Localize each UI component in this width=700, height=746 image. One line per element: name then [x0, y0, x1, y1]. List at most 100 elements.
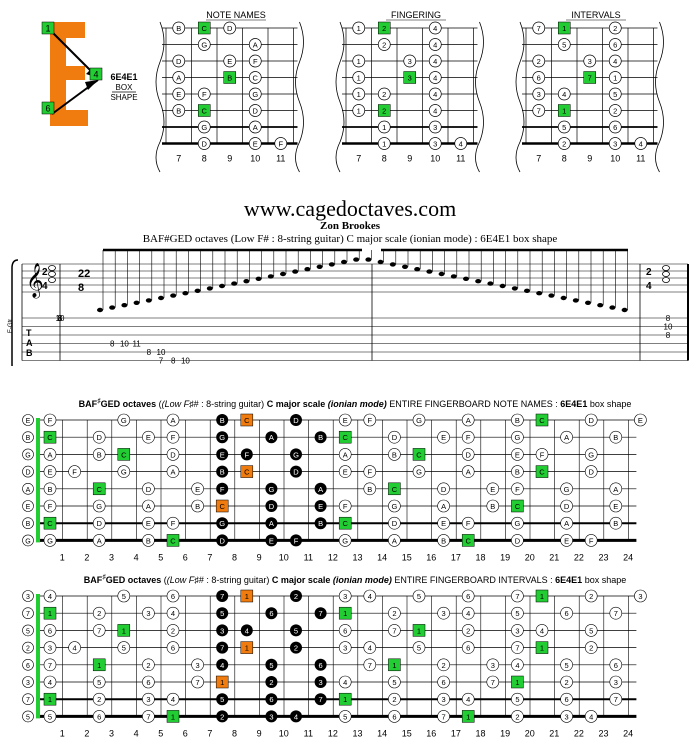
note-dot — [535, 448, 549, 461]
note-dot — [608, 104, 622, 117]
chord-note — [662, 271, 670, 277]
note-label: A — [466, 416, 471, 425]
box-note — [314, 500, 327, 512]
note-label: D — [253, 107, 259, 116]
fret-number: 14 — [377, 552, 387, 562]
fret-number: 22 — [574, 552, 584, 562]
box-note — [290, 624, 302, 637]
note-dot — [166, 692, 180, 706]
note-head — [572, 298, 579, 303]
fret-number: 6 — [183, 552, 188, 562]
note-dot — [388, 516, 401, 530]
note-dot — [338, 675, 352, 689]
note-dot — [166, 641, 180, 654]
fret-number: 18 — [475, 728, 485, 738]
note-dot — [142, 534, 155, 547]
tab-clef-letter: B — [26, 348, 33, 358]
note-label: 4 — [589, 712, 593, 721]
note-label: 3 — [537, 90, 541, 99]
score-and-tab: E-Gtr𝄞2422824TAB810881011810781078107910… — [8, 248, 689, 366]
note-label: G — [47, 536, 53, 545]
note-label: B — [176, 107, 181, 116]
note-dot — [412, 589, 426, 603]
note-dot — [560, 482, 573, 496]
note-label: A — [253, 123, 258, 132]
note-dot — [338, 624, 352, 637]
fret-number: 5 — [158, 552, 163, 562]
box-root-note — [215, 499, 229, 513]
note-label: 5 — [417, 644, 421, 653]
note-dot — [223, 54, 237, 68]
note-head — [280, 271, 286, 277]
note-label: 3 — [442, 695, 446, 704]
note-head — [133, 300, 140, 305]
note-label: D — [219, 536, 225, 545]
root-note — [558, 21, 571, 35]
fret-number: 3 — [109, 552, 114, 562]
note-label: 4 — [466, 695, 470, 704]
tab-number: 10 — [181, 357, 190, 366]
note-dot — [560, 516, 573, 530]
box-note — [216, 448, 229, 461]
site-url[interactable]: www.cagedoctaves.com — [243, 196, 457, 221]
fret-number: 17 — [451, 728, 461, 738]
root-note — [198, 21, 211, 35]
note-dot — [166, 606, 180, 620]
note-label: C — [244, 468, 250, 477]
note-label: 1 — [48, 695, 52, 704]
box-root-note — [215, 675, 229, 689]
note-label: E — [318, 502, 323, 511]
chord-note — [662, 265, 670, 271]
note-label: 3 — [269, 712, 273, 721]
note-head — [206, 286, 213, 291]
fret-number: 6 — [183, 728, 188, 738]
note-head — [145, 298, 152, 303]
note-dot — [117, 589, 131, 603]
note-label: 2 — [382, 41, 386, 50]
note-dot — [560, 534, 573, 547]
note-label: 4 — [433, 57, 437, 66]
note-label: F — [72, 468, 77, 477]
fret-number: 7 — [536, 154, 541, 164]
note-label: A — [170, 468, 175, 477]
note-label: 5 — [515, 695, 519, 704]
time-sig-bottom: 8 — [78, 282, 84, 294]
note-dot — [511, 606, 524, 620]
note-label: 6 — [269, 695, 273, 704]
intervals-title: BAF♯GED octaves ((Low F♯# : 8-string gui… — [83, 574, 627, 585]
note-dot — [608, 137, 622, 150]
note-label: D — [227, 24, 233, 33]
tab-number: 8 — [58, 314, 63, 323]
fret-number: 10 — [610, 154, 620, 164]
note-label: 5 — [48, 712, 52, 721]
note-dot — [428, 38, 442, 51]
note-label: F — [540, 450, 545, 459]
note-label: G — [514, 433, 520, 442]
note-dot — [43, 534, 57, 547]
fret-number: 7 — [207, 552, 212, 562]
fret-number: 10 — [250, 154, 260, 164]
note-dot — [428, 137, 442, 150]
note-label: 3 — [638, 592, 642, 601]
note-dot — [388, 624, 401, 637]
note-label: 2 — [294, 592, 298, 601]
box-root-note — [240, 641, 254, 654]
tab-number: 10 — [120, 340, 129, 349]
note-dot — [511, 589, 524, 603]
note-label: F — [48, 502, 53, 511]
box-note — [216, 482, 229, 495]
note-dot — [363, 589, 377, 603]
note-label: 5 — [294, 626, 298, 635]
note-dot — [43, 448, 57, 461]
note-label: 7 — [588, 74, 592, 83]
note-head — [255, 276, 262, 281]
note-head — [267, 274, 274, 279]
root-note — [43, 430, 57, 444]
fret-number: 4 — [134, 728, 139, 738]
note-dot — [363, 413, 377, 427]
note-label: 6 — [97, 712, 101, 721]
note-dot — [461, 413, 475, 427]
box-note — [240, 624, 253, 637]
note-label: 3 — [220, 626, 224, 635]
